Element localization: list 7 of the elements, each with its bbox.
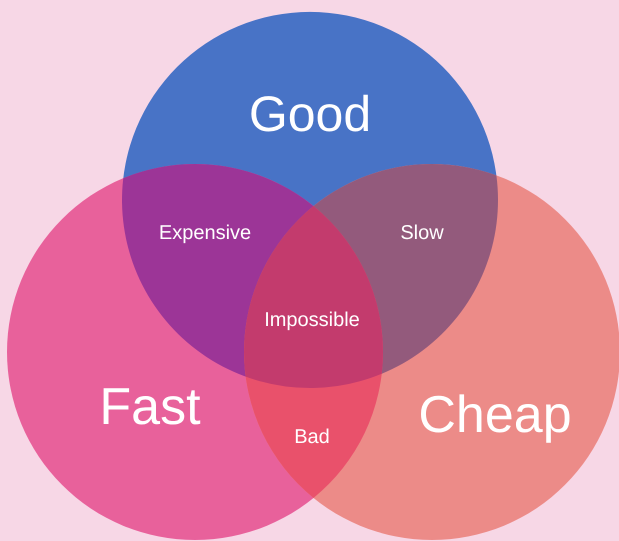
circle-label: Good [248,86,372,144]
region-label: Expensive [158,222,252,244]
circle-label: Fast [99,378,201,438]
region-label: Slow [400,222,444,244]
region-label: Bad [294,426,330,448]
circle-label: Cheap [418,386,572,446]
region-label: Impossible [264,308,360,332]
